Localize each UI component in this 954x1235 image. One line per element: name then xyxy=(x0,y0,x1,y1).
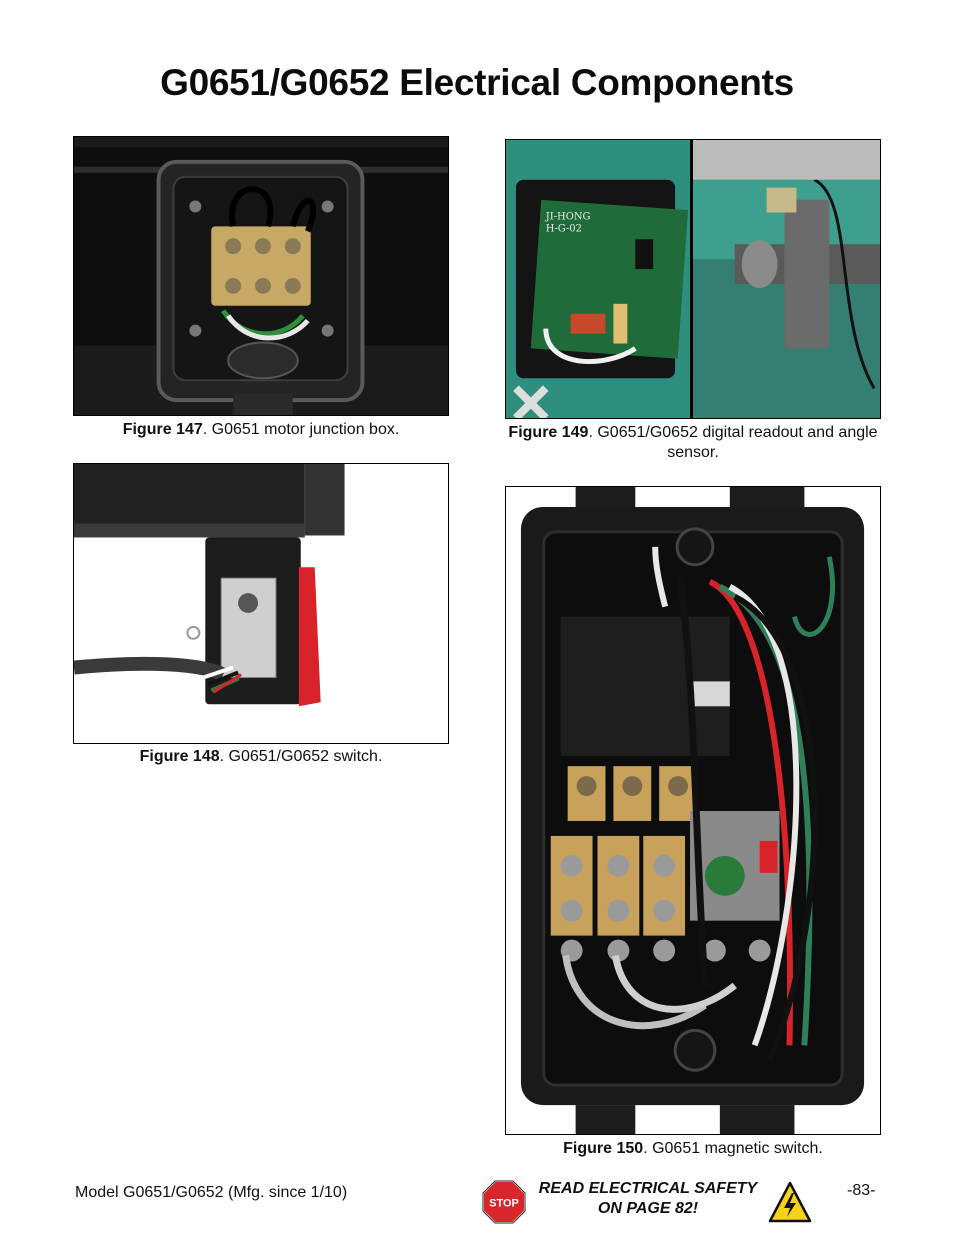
figure-150-photo xyxy=(505,486,881,1135)
figure-149-text: . G0651/G0652 digital readout and angle … xyxy=(588,424,878,461)
safety-notice-line1: READ ELECTRICAL SAFETY xyxy=(538,1180,758,1197)
board-brand-1: JI-HONG xyxy=(545,211,591,222)
safety-notice-line2: ON PAGE 82! xyxy=(597,1200,699,1217)
page-title: G0651/G0652 Electrical Components xyxy=(160,62,794,103)
figure-147-photo xyxy=(73,136,449,416)
electrical-hazard-icon xyxy=(768,1181,812,1223)
figure-148-photo xyxy=(73,463,449,744)
stop-sign-text: STOP xyxy=(489,1198,519,1210)
stop-sign-icon: STOP xyxy=(482,1180,526,1224)
footer-model-line: Model G0651/G0652 (Mfg. since 1/10) xyxy=(75,1184,348,1201)
figure-150-label: Figure 150 xyxy=(563,1140,644,1157)
figure-149-photo: JI-HONG H-G-02 xyxy=(505,139,881,419)
safety-notice: READ ELECTRICAL SAFETY ON PAGE 82! xyxy=(528,1179,768,1219)
figure-147-text: . G0651 motor junction box. xyxy=(202,421,400,438)
figure-148-label: Figure 148 xyxy=(139,748,220,765)
figure-149-caption: Figure 149. G0651/G0652 digital readout … xyxy=(505,423,881,463)
figure-150-caption: Figure 150. G0651 magnetic switch. xyxy=(505,1139,881,1159)
figure-148-caption: Figure 148. G0651/G0652 switch. xyxy=(73,747,449,767)
figure-149-label: Figure 149 xyxy=(508,424,589,441)
figure-147-label: Figure 147 xyxy=(122,421,203,438)
figure-150-text: . G0651 magnetic switch. xyxy=(643,1140,823,1157)
board-brand-2: H-G-02 xyxy=(546,223,582,234)
page-number: -83- xyxy=(847,1182,876,1199)
figure-147-caption: Figure 147. G0651 motor junction box. xyxy=(73,420,449,440)
figure-148-text: . G0651/G0652 switch. xyxy=(219,748,383,765)
